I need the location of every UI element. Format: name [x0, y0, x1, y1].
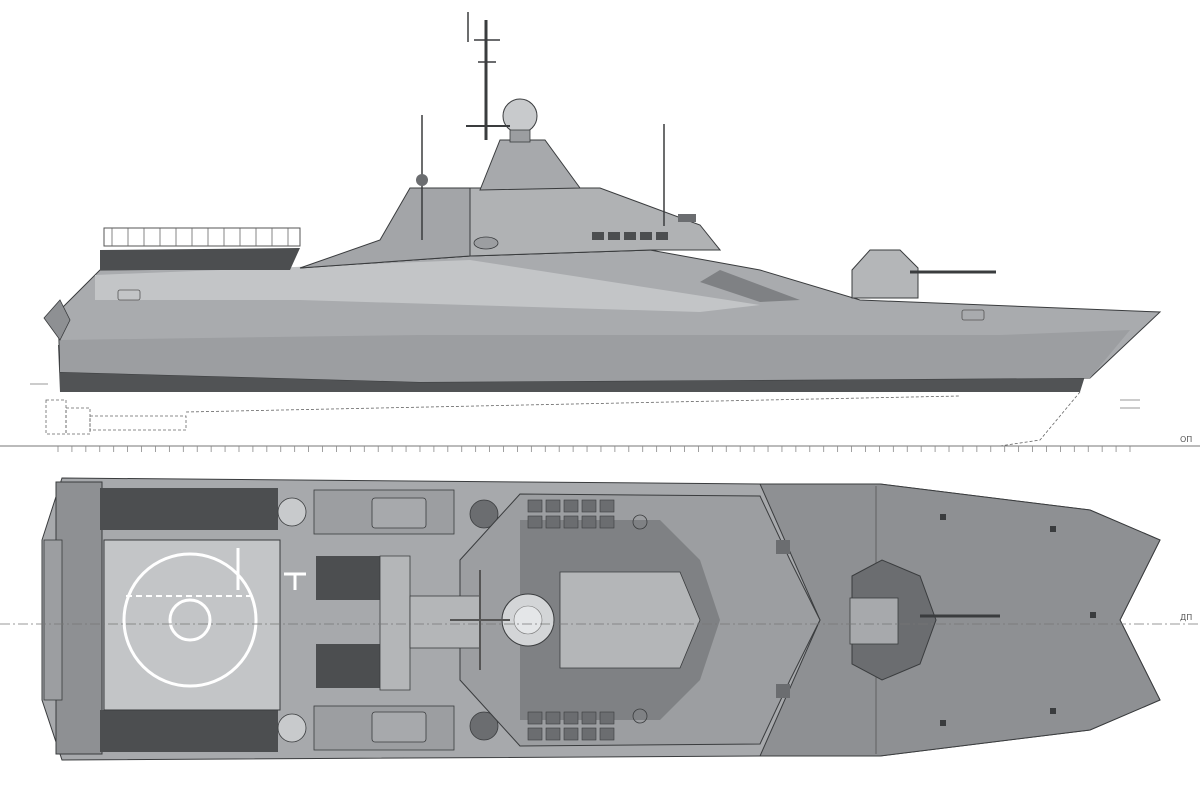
stern-frame	[55, 481, 103, 755]
forecastle-ramp	[700, 270, 800, 302]
radome	[502, 98, 538, 134]
top-view	[41, 477, 1161, 761]
hull-upper-facet	[95, 260, 760, 312]
helipad	[103, 539, 281, 711]
hull-vent-aft	[117, 289, 141, 301]
hull-vent-fwd	[961, 309, 985, 321]
stern-gear-outline	[45, 391, 1081, 447]
bollards	[940, 514, 1096, 726]
winch-port	[776, 540, 790, 554]
side-hatch-port	[371, 497, 427, 529]
hangar-hatch-port	[316, 556, 380, 600]
side-view	[30, 12, 1162, 447]
launcher-cells-stbd	[527, 711, 615, 741]
hangar-block	[299, 187, 471, 269]
fire-director	[678, 214, 696, 222]
foredeck	[759, 483, 1161, 757]
stern-gate	[43, 539, 63, 701]
gun-turret-roof	[849, 597, 899, 645]
deck-edge-strake	[100, 248, 300, 270]
bridge-top	[559, 571, 701, 669]
deck-fitting-port	[632, 514, 648, 530]
deck-fitting-stbd	[632, 708, 648, 724]
winch-stbd	[776, 684, 790, 698]
launcher-cells-port	[527, 499, 615, 529]
hangar-roof	[379, 555, 411, 691]
radome-plan-inner	[513, 605, 543, 635]
liferaft-port-aft	[277, 497, 307, 527]
aft-antenna-ball	[416, 174, 428, 186]
hangar-hatch-stbd	[316, 644, 380, 688]
side-hatch-stbd	[371, 711, 427, 743]
baseline-scale: ОП	[0, 435, 1200, 452]
liferaft-stbd-aft	[277, 713, 307, 743]
radome-base	[509, 129, 531, 143]
hull-lower-panel	[60, 330, 1130, 382]
helipad-circle	[122, 552, 258, 688]
helideck-rail	[103, 227, 301, 247]
liferaft-stbd-fwd	[469, 711, 499, 741]
centerline-label: ДП	[1180, 613, 1192, 622]
mast-platform	[409, 595, 481, 649]
helipad-t-mark	[284, 572, 306, 590]
baseline-label: ОП	[1180, 435, 1192, 444]
frame-ticks	[57, 446, 1131, 452]
stern-transom	[43, 299, 71, 341]
rail-posts	[111, 228, 289, 246]
helipad-inner-circle	[168, 598, 212, 642]
liferaft-port-fwd	[469, 499, 499, 529]
mast-tower	[479, 139, 581, 191]
baseline-marks	[30, 383, 1140, 409]
aft-bay-stbd	[100, 710, 278, 752]
deck-fitting	[473, 236, 499, 250]
centerline: ДП	[0, 613, 1200, 625]
bridge-windows	[592, 232, 668, 240]
aft-bay-port	[100, 488, 278, 530]
gun-turret	[851, 249, 919, 299]
